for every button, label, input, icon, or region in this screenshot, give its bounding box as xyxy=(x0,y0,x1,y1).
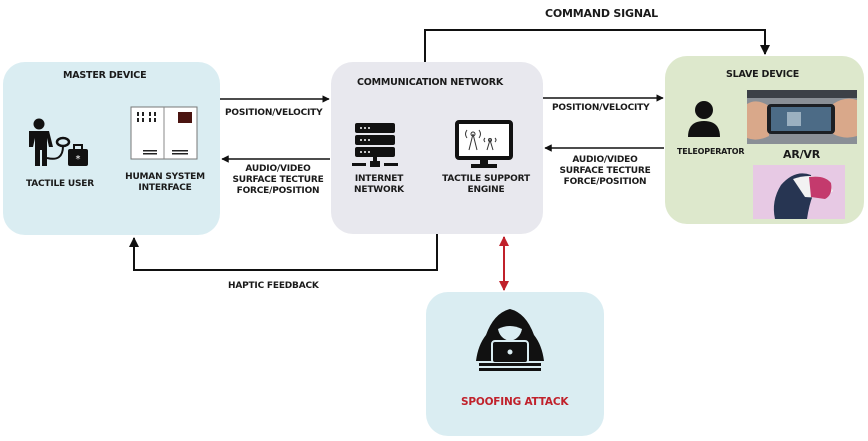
command-signal-label: COMMAND SIGNAL xyxy=(545,7,658,20)
master-device-title: MASTER DEVICE xyxy=(63,70,147,81)
communication-network-title: COMMUNICATION NETWORK xyxy=(357,77,504,88)
monitor-antenna-icon xyxy=(455,120,513,168)
feedback-left-line2: SURFACE TECTURE xyxy=(232,175,324,185)
tactile-support-engine-label: TACTILE SUPPORT ENGINE xyxy=(436,174,536,196)
pos-vel-right-label: POSITION/VELOCITY xyxy=(552,103,650,113)
slave-device-title: SLAVE DEVICE xyxy=(726,69,800,80)
internet-line2: NETWORK xyxy=(354,185,404,195)
haptic-feedback-label: HAPTIC FEEDBACK xyxy=(228,281,319,291)
ar-phone-image xyxy=(747,90,857,144)
human-system-interface-label: HUMAN SYSTEM INTERFACE xyxy=(120,172,210,194)
hacker-icon xyxy=(476,309,544,371)
engine-line1: TACTILE SUPPORT xyxy=(442,174,530,184)
feedback-left-line1: AUDIO/VIDEO xyxy=(245,164,311,174)
teleoperator-label: TELEOPERATOR xyxy=(677,147,745,156)
human-system-interface-icon xyxy=(130,106,198,160)
hsi-line2: INTERFACE xyxy=(138,183,192,193)
pos-vel-left-label: POSITION/VELOCITY xyxy=(225,108,323,118)
svg-text:*: * xyxy=(76,154,81,165)
feedback-left-label: AUDIO/VIDEO SURFACE TECTURE FORCE/POSITI… xyxy=(228,164,328,197)
internet-line1: INTERNET xyxy=(354,174,404,184)
engine-line2: ENGINE xyxy=(467,185,505,195)
tactile-user-label: TACTILE USER xyxy=(26,179,94,189)
server-icon xyxy=(352,123,398,167)
vr-headset-image xyxy=(753,165,845,219)
haptic-feedback-arrow xyxy=(129,234,438,271)
internet-network-label: INTERNET NETWORK xyxy=(351,174,407,196)
feedback-left-line3: FORCE/POSITION xyxy=(236,186,320,196)
feedback-right-line1: AUDIO/VIDEO xyxy=(572,155,638,165)
teleoperator-icon xyxy=(688,101,720,137)
hsi-line1: HUMAN SYSTEM xyxy=(125,172,205,182)
feedback-right-label: AUDIO/VIDEO SURFACE TECTURE FORCE/POSITI… xyxy=(555,155,655,188)
command-signal-arrow xyxy=(424,29,770,62)
feedback-right-line2: SURFACE TECTURE xyxy=(559,166,651,176)
tactile-user-icon: * xyxy=(29,118,88,166)
feedback-right-line3: FORCE/POSITION xyxy=(563,177,647,187)
arvr-label: AR/VR xyxy=(783,148,820,161)
spoofing-attack-label: SPOOFING ATTACK xyxy=(461,396,569,408)
